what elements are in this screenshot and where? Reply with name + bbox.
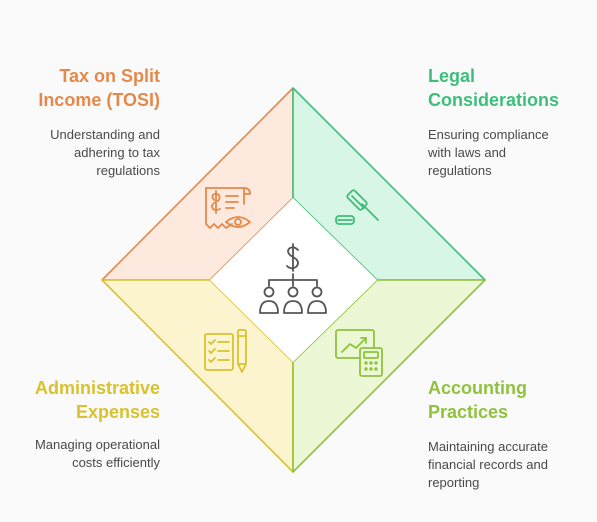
tosi-desc-line2: adhering to tax xyxy=(73,145,160,160)
legal-title-line1: Legal xyxy=(428,66,476,86)
legal-title-line2: Considerations xyxy=(428,90,560,110)
admin-title-line1: Administrative xyxy=(34,378,160,398)
accounting-title-line1: Accounting xyxy=(428,378,527,398)
accounting-title: Accounting Practices xyxy=(428,376,588,424)
tosi-title-line1: Tax on Split xyxy=(59,66,160,86)
calculator-chart-icon xyxy=(335,329,383,377)
legal-title: Legal Considerations xyxy=(428,64,588,112)
tax-document-icon xyxy=(205,187,251,229)
tosi-title: Tax on Split Income (TOSI) xyxy=(10,64,160,112)
admin-title: Administrative Expenses xyxy=(10,376,160,424)
legal-desc-line1: Ensuring compliance xyxy=(428,127,549,142)
admin-desc-line1: Managing operational xyxy=(34,437,160,452)
legal-description: Ensuring compliance with laws and regula… xyxy=(428,126,588,180)
accounting-description: Maintaining accurate financial records a… xyxy=(428,438,588,492)
tosi-desc-line3: regulations xyxy=(96,163,160,178)
admin-desc-line2: costs efficiently xyxy=(72,455,160,470)
gavel-icon xyxy=(335,189,379,225)
legal-desc-line2: with laws and xyxy=(428,145,507,160)
tosi-desc-line1: Understanding and xyxy=(50,127,160,142)
tosi-description: Understanding and adhering to tax regula… xyxy=(10,126,160,180)
admin-description: Managing operational costs efficiently xyxy=(10,436,160,472)
legal-desc-line3: regulations xyxy=(428,163,492,178)
tosi-title-line2: Income (TOSI) xyxy=(38,90,160,110)
checklist-icon xyxy=(204,329,247,373)
accounting-desc-line2: financial records and xyxy=(428,457,548,472)
accounting-desc-line1: Maintaining accurate xyxy=(428,439,548,454)
dollar-org-chart-icon xyxy=(259,243,327,314)
accounting-title-line2: Practices xyxy=(428,402,509,422)
accounting-desc-line3: reporting xyxy=(428,475,480,490)
admin-title-line2: Expenses xyxy=(75,402,160,422)
